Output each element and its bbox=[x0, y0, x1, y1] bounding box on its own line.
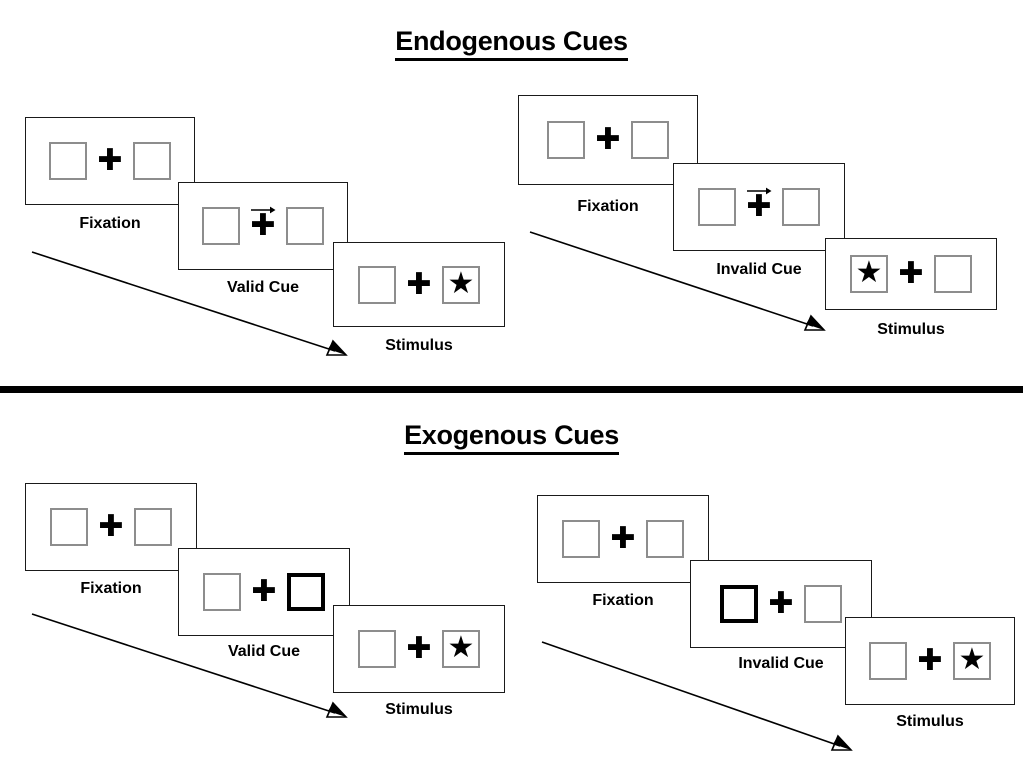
section-title-endogenous-text: Endogenous Cues bbox=[395, 26, 628, 61]
placeholder-box-left bbox=[869, 642, 907, 680]
stage-label-endogenous-invalid-fixation: Fixation bbox=[577, 198, 639, 215]
placeholder-box-right bbox=[133, 142, 171, 180]
fixation-cross-group: ✚ bbox=[240, 203, 286, 249]
section-title-endogenous: Endogenous Cues bbox=[0, 26, 1023, 61]
fixation-cross-group: ✚ bbox=[907, 638, 953, 684]
placeholder-box-right bbox=[934, 255, 972, 293]
placeholder-box-left bbox=[358, 265, 396, 304]
fixation-cross-group: ✚ bbox=[758, 581, 804, 627]
target-star-icon: ★ bbox=[447, 266, 475, 300]
stage-label-exogenous-valid-stimulus: Stimulus bbox=[385, 701, 453, 718]
placeholder-box-left bbox=[547, 121, 585, 159]
placeholder-box-left bbox=[203, 573, 241, 611]
fixation-cross-icon: ✚ bbox=[898, 256, 924, 291]
target-star-icon: ★ bbox=[958, 643, 986, 676]
stage-label-endogenous-invalid-cue: Invalid Cue bbox=[716, 261, 802, 278]
fixation-cross-icon: ✚ bbox=[406, 266, 432, 302]
arrow-right-cue-icon bbox=[747, 187, 772, 195]
placeholder-box-left bbox=[358, 630, 396, 668]
panel-exogenous-valid-cue: ✚ bbox=[178, 548, 350, 636]
fixation-cross-icon: ✚ bbox=[98, 509, 124, 544]
stage-label-endogenous-invalid-stimulus: Stimulus bbox=[877, 321, 945, 338]
placeholder-box-right bbox=[134, 508, 172, 546]
placeholder-box-right bbox=[782, 188, 820, 226]
stage-label-endogenous-valid-stimulus: Stimulus bbox=[385, 337, 453, 354]
placeholder-box-left: ★ bbox=[850, 255, 888, 293]
stage-label-exogenous-valid-cue: Valid Cue bbox=[227, 643, 301, 660]
placeholder-box-left bbox=[202, 207, 240, 245]
arrow-right-cue-icon bbox=[251, 206, 276, 214]
stage-label-exogenous-invalid-stimulus: Stimulus bbox=[896, 713, 964, 730]
fixation-cross-group: ✚ bbox=[600, 516, 646, 562]
fixation-cross-icon: ✚ bbox=[746, 189, 772, 224]
placeholder-box-right bbox=[804, 585, 842, 623]
section-title-exogenous: Exogenous Cues bbox=[0, 420, 1023, 455]
placeholder-box-right: ★ bbox=[442, 630, 480, 668]
placeholder-box-right bbox=[646, 520, 684, 558]
fixation-cross-group: ✚ bbox=[241, 569, 287, 615]
stage-label-exogenous-valid-fixation: Fixation bbox=[80, 580, 142, 597]
panel-exogenous-valid-fixation: ✚ bbox=[25, 483, 197, 571]
fixation-cross-icon: ✚ bbox=[406, 631, 432, 666]
fixation-cross-icon: ✚ bbox=[917, 643, 943, 678]
panel-endogenous-valid-fixation: ✚ bbox=[25, 117, 195, 205]
placeholder-box-left bbox=[562, 520, 600, 558]
cued-box-left bbox=[720, 585, 758, 623]
fixation-cross-icon: ✚ bbox=[610, 521, 636, 556]
panel-exogenous-invalid-stimulus: ✚ ★ bbox=[845, 617, 1015, 705]
panel-endogenous-valid-cue: ✚ bbox=[178, 182, 348, 270]
placeholder-box-right: ★ bbox=[953, 642, 991, 680]
section-divider bbox=[0, 386, 1023, 393]
target-star-icon: ★ bbox=[855, 256, 883, 289]
panel-endogenous-invalid-cue: ✚ bbox=[673, 163, 845, 251]
fixation-cross-icon: ✚ bbox=[250, 208, 276, 243]
target-star-icon: ★ bbox=[447, 631, 475, 664]
fixation-cross-icon: ✚ bbox=[768, 586, 794, 621]
panel-endogenous-valid-stimulus: ✚ ★ bbox=[333, 242, 505, 327]
section-title-exogenous-text: Exogenous Cues bbox=[404, 420, 619, 455]
panel-exogenous-invalid-fixation: ✚ bbox=[537, 495, 709, 583]
fixation-cross-group: ✚ bbox=[585, 117, 631, 163]
placeholder-box-left bbox=[698, 188, 736, 226]
fixation-cross-group: ✚ bbox=[87, 138, 133, 184]
placeholder-box-left bbox=[49, 142, 87, 180]
fixation-cross-icon: ✚ bbox=[595, 122, 621, 157]
fixation-cross-group: ✚ bbox=[736, 184, 782, 230]
placeholder-box-right bbox=[631, 121, 669, 159]
stage-label-endogenous-valid-cue: Valid Cue bbox=[226, 279, 300, 296]
fixation-cross-group: ✚ bbox=[88, 504, 134, 550]
panel-endogenous-invalid-fixation: ✚ bbox=[518, 95, 698, 185]
stage-label-exogenous-invalid-fixation: Fixation bbox=[592, 592, 654, 609]
placeholder-box-right bbox=[286, 207, 324, 245]
panel-endogenous-invalid-stimulus: ★ ✚ bbox=[825, 238, 997, 310]
placeholder-box-left bbox=[50, 508, 88, 546]
fixation-cross-icon: ✚ bbox=[97, 143, 123, 178]
cued-box-right bbox=[287, 573, 325, 611]
fixation-cross-group: ✚ bbox=[888, 251, 934, 297]
panel-exogenous-valid-stimulus: ✚ ★ bbox=[333, 605, 505, 693]
fixation-cross-group: ✚ bbox=[396, 262, 442, 308]
placeholder-box-right: ★ bbox=[442, 265, 480, 304]
panel-exogenous-invalid-cue: ✚ bbox=[690, 560, 872, 648]
fixation-cross-group: ✚ bbox=[396, 626, 442, 672]
fixation-cross-icon: ✚ bbox=[251, 574, 277, 609]
stage-label-endogenous-valid-fixation: Fixation bbox=[79, 215, 141, 232]
